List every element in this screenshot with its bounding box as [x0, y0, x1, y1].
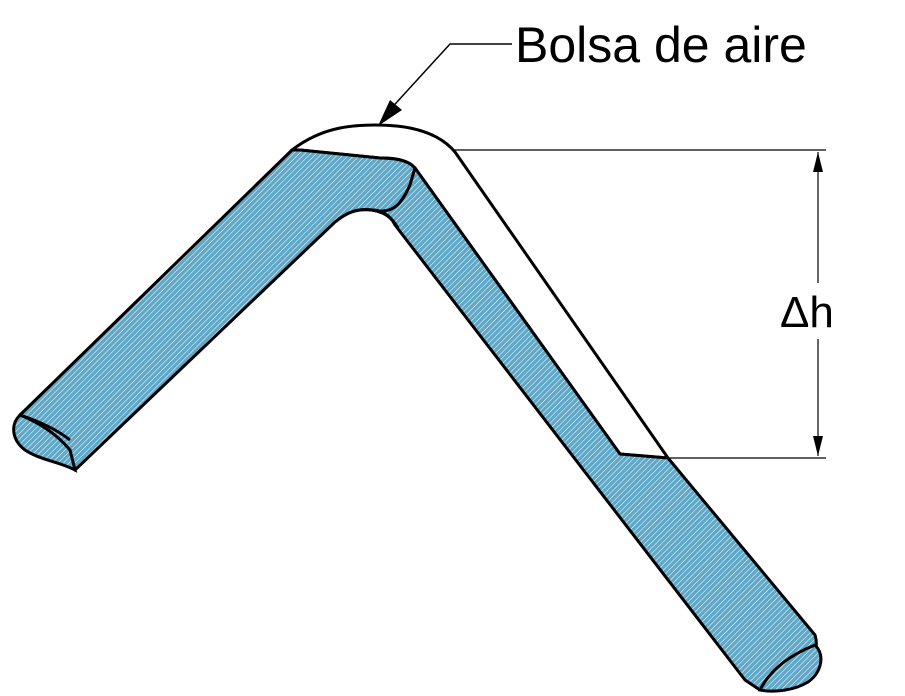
air-pocket-leader-arrow — [378, 100, 402, 126]
dimension-arrow-top — [813, 152, 823, 172]
left-pipe-end-rim — [19, 413, 71, 442]
dimension-arrow-bottom — [813, 436, 823, 456]
delta-h-label-bg — [780, 283, 850, 339]
air-pocket-label: Bolsa de aire — [515, 17, 807, 73]
delta-h-label: Δh — [780, 288, 834, 337]
right-pipe-end — [757, 643, 823, 693]
left-pipe-end — [12, 413, 78, 473]
right-pipe-water — [370, 166, 818, 692]
inner-elbow-curve — [334, 208, 400, 229]
left-pipe-water — [18, 148, 417, 472]
air-pocket-leader-line — [385, 43, 512, 115]
